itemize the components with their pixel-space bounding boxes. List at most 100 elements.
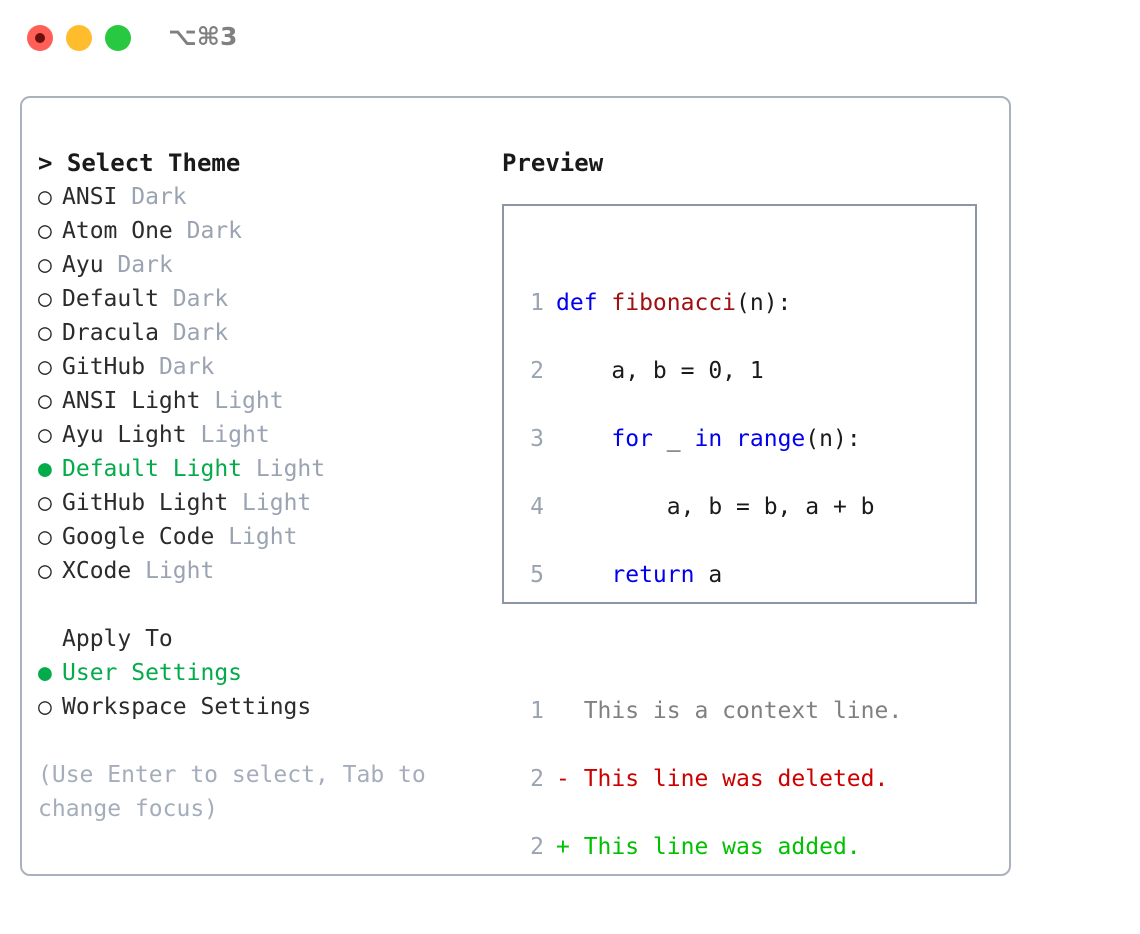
code-token: in [694, 426, 723, 452]
code-line: 2 a, b = 0, 1 [518, 354, 902, 388]
code-token [556, 426, 611, 452]
theme-list: ○ANSI Dark ○Atom One Dark ○Ayu Dark ○Def… [38, 180, 488, 588]
theme-category: Dark [186, 218, 243, 244]
line-number: 1 [530, 698, 544, 724]
apply-to-header: Apply To [38, 622, 488, 656]
apply-to-item-selected[interactable]: ● User Settings [38, 656, 488, 690]
close-button[interactable] [27, 25, 53, 51]
theme-list-item[interactable]: ○ ANSI Dark [38, 180, 488, 214]
code-line: 3 for _ in range(n): [518, 422, 902, 456]
theme-category: Dark [172, 286, 229, 312]
code-line: 5 return a [518, 558, 902, 592]
radio-icon-selected[interactable]: ● [38, 660, 52, 686]
theme-name: Google Code [62, 524, 215, 550]
radio-icon[interactable]: ○ [38, 388, 52, 414]
radio-icon[interactable]: ○ [38, 558, 52, 584]
apply-to-item-label: User Settings [62, 660, 243, 686]
theme-category: Light [228, 524, 298, 550]
window-controls [27, 25, 131, 51]
theme-category: Dark [117, 252, 173, 278]
radio-icon[interactable]: ○ [38, 422, 52, 448]
theme-category: Dark [158, 354, 215, 380]
diff-text: + This line was added. [556, 834, 861, 860]
code-token: _ [652, 426, 695, 452]
diff-line-context: 1 This is a context line. [518, 694, 902, 728]
theme-category: Light [145, 558, 215, 584]
hint-gap [38, 724, 488, 758]
theme-category: Light [214, 388, 284, 414]
minimize-button[interactable] [66, 25, 92, 51]
preview-header: Preview [502, 149, 604, 177]
theme-name: Ayu Light [62, 422, 187, 448]
theme-category: Dark [131, 184, 187, 210]
theme-name: GitHub Light [62, 490, 229, 516]
theme-list-item[interactable]: ○ Google Code Light [38, 520, 488, 554]
radio-icon[interactable]: ○ [38, 354, 52, 380]
theme-name: Ayu [62, 252, 104, 278]
theme-list-item[interactable]: ○ GitHub Dark [38, 350, 488, 384]
list-gap [38, 588, 488, 622]
theme-list-item[interactable]: ○Default Dark [38, 282, 488, 316]
radio-icon-selected[interactable]: ● [38, 456, 52, 482]
maximize-button[interactable] [105, 25, 131, 51]
code-token: a [694, 562, 723, 588]
line-number: 2 [530, 766, 544, 792]
radio-icon[interactable]: ○ [38, 184, 52, 210]
code-token: fibonacci [611, 290, 737, 316]
code-token: for [611, 426, 653, 452]
code-token [556, 562, 611, 588]
theme-category: Light [242, 490, 312, 516]
keyboard-shortcut-label: ⌥⌘3 [168, 22, 238, 51]
apply-to-label: Apply To [62, 626, 173, 652]
code-token: range [736, 426, 806, 452]
radio-icon[interactable]: ○ [38, 218, 52, 244]
theme-name: ANSI Light [62, 388, 201, 414]
radio-icon[interactable]: ○ [38, 490, 52, 516]
code-token: a, b = 0, 1 [556, 358, 764, 384]
line-number: 4 [530, 494, 544, 520]
radio-icon[interactable]: ○ [38, 524, 52, 550]
theme-name: Default Light [62, 456, 243, 482]
apply-to-item[interactable]: ○ Workspace Settings [38, 690, 488, 724]
title-bar: ⌥⌘3 [0, 0, 1140, 78]
theme-category: Dark [172, 320, 229, 346]
theme-picker-column: > Select Theme ○ ANSI Dark ○ Atom One Dark… [38, 146, 488, 826]
apply-to-item-label: Workspace Settings [62, 694, 312, 720]
theme-list-item[interactable]: ○ XCode Light [38, 554, 488, 588]
apply-to-list: ● User Settings ○ Workspace Settings [38, 656, 488, 724]
theme-name: Atom One [62, 218, 173, 244]
theme-list-item[interactable]: ○ ANSI Light Light [38, 384, 488, 418]
theme-category: Light [200, 422, 270, 448]
diff-line-added: 2 + This line was added. [518, 830, 902, 864]
diff-text: This is a context line. [556, 698, 903, 724]
theme-list-item-selected[interactable]: ● Default Light Light [38, 452, 488, 486]
theme-list-item[interactable]: ○ Ayu Dark [38, 248, 488, 282]
radio-icon[interactable]: ○ [38, 320, 52, 346]
theme-name: GitHub [62, 354, 146, 380]
line-number: 2 [530, 834, 544, 860]
radio-icon[interactable]: ○ [38, 694, 52, 720]
line-number: 2 [530, 358, 544, 384]
select-theme-header: > Select Theme [38, 149, 241, 177]
line-number: 1 [530, 290, 544, 316]
theme-list-item[interactable]: ○Dracula Dark [38, 316, 488, 350]
radio-icon[interactable]: ○ [38, 252, 52, 278]
theme-tag [117, 184, 131, 210]
theme-list-item[interactable]: ○ Ayu Light Light [38, 418, 488, 452]
radio-icon[interactable]: ○ [38, 286, 52, 312]
theme-name: XCode [62, 558, 132, 584]
code-token: def [556, 290, 612, 316]
line-number: 5 [530, 562, 544, 588]
theme-category: Light [255, 456, 326, 482]
code-token [722, 426, 736, 452]
line-number: 3 [530, 426, 544, 452]
theme-list-item[interactable]: ○ Atom One Dark [38, 214, 488, 248]
theme-name: ANSI [62, 184, 118, 210]
theme-list-item[interactable]: ○ GitHub Light Light [38, 486, 488, 520]
code-line: 4 a, b = b, a + b [518, 490, 902, 524]
